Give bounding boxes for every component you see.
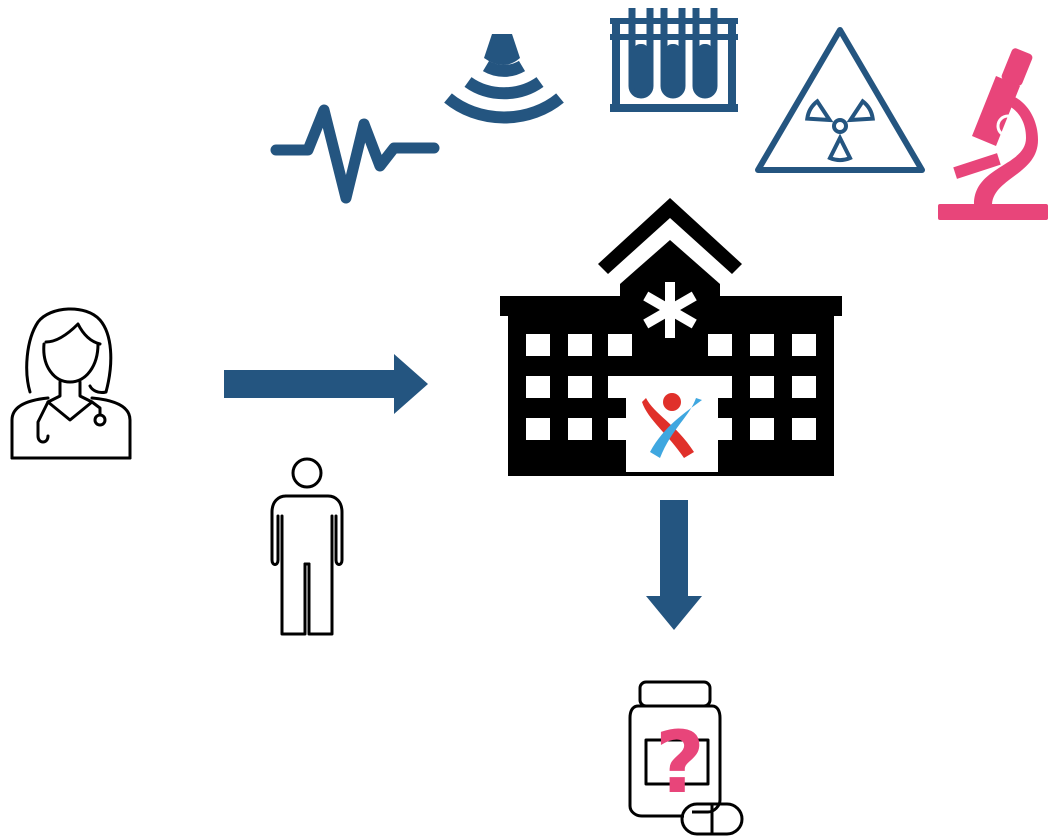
radiation-warning-icon bbox=[750, 22, 930, 180]
patient-icon bbox=[266, 456, 348, 638]
hospital-icon bbox=[496, 188, 846, 478]
pill-bottle-icon: ? bbox=[626, 680, 746, 836]
test-tubes-rack-icon bbox=[608, 4, 740, 114]
ecg-waveform-icon bbox=[270, 92, 440, 204]
right-arrow-icon bbox=[222, 352, 432, 416]
hospital-logo bbox=[642, 393, 702, 458]
ultrasound-icon bbox=[434, 28, 574, 128]
down-arrow-icon bbox=[644, 498, 704, 632]
microscope-icon bbox=[934, 46, 1048, 222]
question-mark-symbol: ? bbox=[655, 713, 705, 813]
female-doctor-icon bbox=[8, 302, 134, 462]
